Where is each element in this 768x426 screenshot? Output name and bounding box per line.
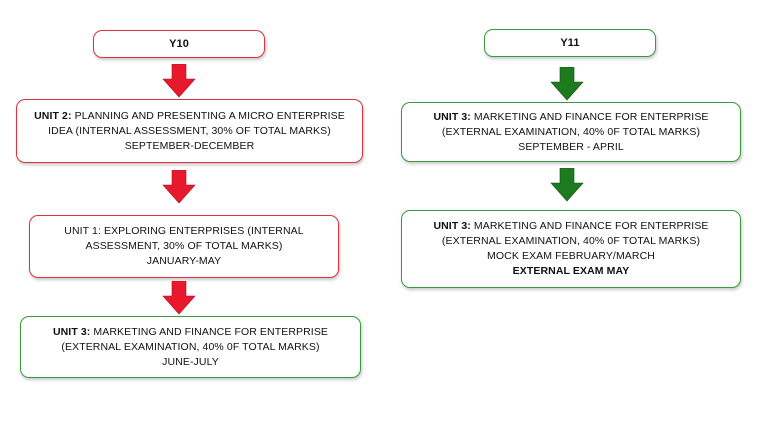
y11-unit3-line1-2: MARKETING AND FINANCE FOR ENTERPRISE: [470, 220, 709, 232]
y11-unit3-line2-2: (EXTERNAL EXAMINATION, 40% 0F TOTAL MARK…: [441, 235, 701, 247]
y11-arrow-2: [550, 168, 584, 202]
y10-unit2-box: UNIT 2: PLANNING AND PRESENTING A MICRO …: [16, 99, 363, 163]
y11-arrow-1: [550, 67, 584, 101]
y10-unit3-box: UNIT 3: MARKETING AND FINANCE FOR ENTERP…: [20, 316, 361, 378]
y11-unit3-line1-1: MARKETING AND FINANCE FOR ENTERPRISE: [470, 110, 709, 123]
y10-unit1-box: UNIT 1: EXPLORING ENTERPRISES (INTERNAL …: [29, 215, 339, 278]
y10-arrow-2: [162, 170, 196, 204]
y11-unit3-title-1: UNIT 3:: [433, 110, 471, 123]
y11-unit3-title-2: UNIT 3:: [433, 220, 471, 232]
y11-header: Y11: [484, 29, 656, 57]
y10-unit1-line3: JANUARY-MAY: [146, 255, 222, 267]
y10-unit3-title: UNIT 3:: [52, 325, 91, 338]
y11-unit3-line3-2: MOCK EXAM FEBRUARY/MARCH: [487, 250, 655, 262]
y11-header-label: Y11: [560, 36, 580, 49]
y10-unit2-title: UNIT 2:: [34, 109, 72, 122]
y11-unit3-line4-2: EXTERNAL EXAM MAY: [512, 265, 630, 277]
y10-unit2-line2: IDEA (INTERNAL ASSESSMENT, 30% OF TOTAL …: [48, 124, 331, 137]
y10-unit2-line3: SEPTEMBER-DECEMBER: [124, 139, 255, 152]
y10-header: Y10: [93, 30, 265, 58]
y10-unit3-line1: MARKETING AND FINANCE FOR ENTERPRISE: [90, 325, 329, 338]
y11-unit3-box-1: UNIT 3: MARKETING AND FINANCE FOR ENTERP…: [401, 102, 741, 162]
y10-arrow-1: [162, 64, 196, 98]
y10-header-label: Y10: [169, 37, 189, 50]
y11-unit3-line3-1: SEPTEMBER - APRIL: [518, 140, 624, 153]
y10-unit2-line1: PLANNING AND PRESENTING A MICRO ENTERPRI…: [71, 109, 345, 122]
y10-arrow-3: [162, 281, 196, 315]
y10-unit1-line1: UNIT 1: EXPLORING ENTERPRISES (INTERNAL: [64, 225, 304, 237]
y11-unit3-line2-1: (EXTERNAL EXAMINATION, 40% 0F TOTAL MARK…: [441, 125, 701, 138]
y10-unit3-line3: JUNE-JULY: [162, 355, 219, 368]
y10-unit1-line2: ASSESSMENT, 30% OF TOTAL MARKS): [85, 240, 283, 252]
y11-unit3-box-2: UNIT 3: MARKETING AND FINANCE FOR ENTERP…: [401, 210, 741, 288]
y10-unit3-line2: (EXTERNAL EXAMINATION, 40% 0F TOTAL MARK…: [61, 340, 320, 353]
